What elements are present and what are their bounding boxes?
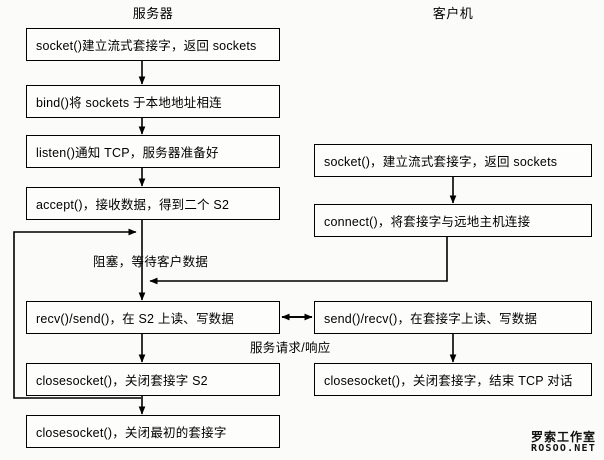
column-header-server: 服务器 [132,6,174,21]
node-client-closesocket[interactable]: closesocket()，关闭套接字，结束 TCP 对话 [314,363,592,396]
node-server-closesocket-initial[interactable]: closesocket()，关闭最初的套接字 [26,415,280,448]
edge-label-blocking: 阻塞，等待客户数据 [93,255,209,269]
node-label: closesocket()，关闭套接字 S2 [36,374,208,388]
node-client-send-recv[interactable]: send()/recv()，在套接字上读、写数据 [314,301,592,334]
node-server-closesocket-s2[interactable]: closesocket()，关闭套接字 S2 [26,363,280,396]
node-label: closesocket()，关闭套接字，结束 TCP 对话 [324,374,573,388]
edge-connect-to-server-recv [149,237,448,285]
node-server-bind[interactable]: bind()将 sockets 于本地地址相连 [26,85,280,118]
node-server-accept[interactable]: accept()，接收数据，得到二个 S2 [26,187,280,220]
node-label: listen()通知 TCP，服务器准备好 [36,146,219,160]
node-server-listen[interactable]: listen()通知 TCP，服务器准备好 [26,135,280,168]
node-label: accept()，接收数据，得到二个 S2 [36,198,230,212]
node-client-connect[interactable]: connect()，将套接字与远地主机连接 [314,204,592,237]
column-header-client: 客户机 [432,6,474,21]
edge-label-service-request-response: 服务请求/响应 [250,341,331,355]
node-label: socket()建立流式套接字，返回 sockets [36,39,257,53]
node-server-recv-send[interactable]: recv()/send()，在 S2 上读、写数据 [26,301,280,334]
node-client-socket[interactable]: socket()，建立流式套接字，返回 sockets [314,144,592,177]
watermark-en: ROSOO.NET [530,442,596,454]
watermark-cn: 罗索工作室 [530,429,596,444]
node-label: closesocket()，关闭最初的套接字 [36,426,227,440]
watermark: 罗索工作室 ROSOO.NET [531,431,596,454]
node-label: bind()将 sockets 于本地地址相连 [36,96,222,110]
node-label: send()/recv()，在套接字上读、写数据 [324,312,538,326]
node-server-socket[interactable]: socket()建立流式套接字，返回 sockets [26,28,280,61]
node-label: connect()，将套接字与远地主机连接 [324,215,531,229]
node-label: recv()/send()，在 S2 上读、写数据 [36,312,235,326]
edge-server-loopback [13,228,141,399]
node-label: socket()，建立流式套接字，返回 sockets [324,155,558,169]
